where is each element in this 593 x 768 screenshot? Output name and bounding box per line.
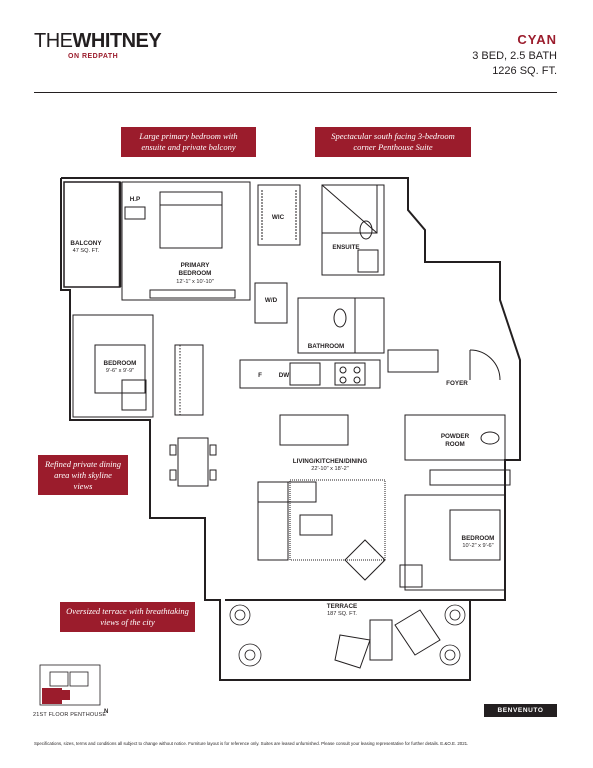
appliance-dishwasher: DW	[278, 372, 290, 379]
brand-name-thin: THE	[34, 30, 73, 52]
room-primary-bedroom-size: 12'-1" x 10'-10"	[176, 279, 214, 285]
callout-terrace: Oversized terrace with breathtaking view…	[60, 602, 195, 632]
room-bedroom-left: BEDROOM	[103, 360, 137, 367]
room-bathroom: BATHROOM	[307, 343, 345, 350]
room-terrace-size: 187 SQ. FT.	[327, 611, 357, 617]
unit-name: CYAN	[517, 32, 557, 47]
room-foyer: FOYER	[446, 380, 468, 387]
callout-penthouse: Spectacular south facing 3-bedroom corne…	[315, 127, 471, 157]
developer-logo: BENVENUTO GROUP	[484, 704, 557, 727]
room-bedroom-left-size: 9'-6" x 9'-9"	[105, 368, 135, 374]
room-living-size: 22'-10" x 18'-2"	[311, 466, 349, 472]
room-wd: W/D	[264, 297, 278, 304]
room-balcony-size: 47 SQ. FT.	[72, 248, 100, 254]
keyplan-label: 21ST FLOOR PENTHOUSE	[33, 712, 107, 718]
room-bedroom-right-size: 10'-2" x 9'-6"	[462, 543, 494, 549]
keyplan-map	[39, 664, 101, 706]
footer-disclaimer: Specifications, sizes, terms and conditi…	[34, 741, 469, 746]
room-terrace: TERRACE	[326, 603, 358, 610]
brand-subtitle: ON REDPATH	[68, 53, 119, 60]
unit-area: 1226 SQ. FT.	[492, 65, 557, 77]
room-balcony: BALCONY	[70, 240, 102, 247]
room-bedroom-right: BEDROOM	[461, 535, 495, 542]
brand-logo: THEWHITNEY	[34, 30, 162, 53]
unit-beds-baths: 3 BED, 2.5 BATH	[472, 50, 557, 62]
room-primary-bedroom: PRIMARY BEDROOM	[178, 262, 212, 277]
room-powder: POWDER ROOM	[440, 433, 470, 448]
callout-dining: Refined private dining area with skyline…	[38, 455, 128, 495]
room-wic: WIC	[271, 214, 285, 221]
north-arrow-icon: N	[104, 709, 109, 715]
appliance-hp: H.P	[129, 196, 141, 203]
appliance-fridge: F	[258, 372, 262, 379]
room-living: LIVING/KITCHEN/DINING	[292, 458, 368, 465]
room-ensuite: ENSUITE	[332, 244, 360, 251]
brand-name-bold: WHITNEY	[72, 30, 162, 52]
callout-primary-bedroom: Large primary bedroom with ensuite and p…	[121, 127, 256, 157]
header-divider	[34, 92, 557, 93]
